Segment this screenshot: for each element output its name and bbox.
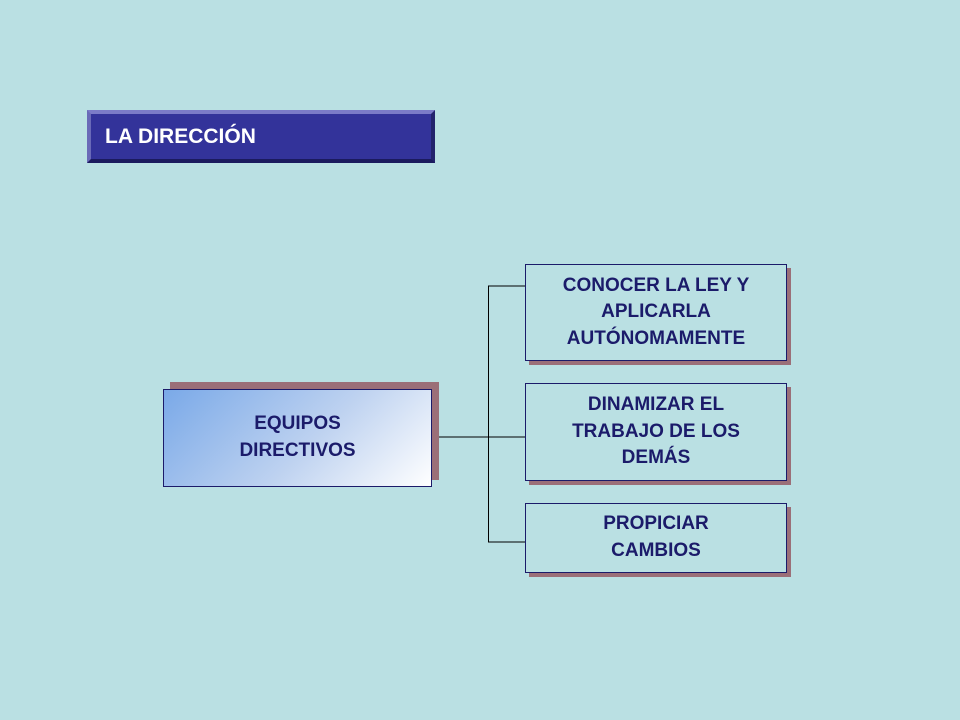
child-node-3: PROPICIAR CAMBIOS: [525, 503, 787, 573]
child-node-2: DINAMIZAR EL TRABAJO DE LOS DEMÁS: [525, 383, 787, 481]
child-node-1: CONOCER LA LEY Y APLICARLA AUTÓNOMAMENTE: [525, 264, 787, 361]
child-node-1-label: CONOCER LA LEY Y APLICARLA AUTÓNOMAMENTE: [562, 274, 750, 349]
root-node-label: EQUIPOS DIRECTIVOS: [239, 413, 356, 461]
title-banner: LA DIRECCIÓN: [87, 110, 435, 163]
child-node-3-label: PROPICIAR CAMBIOS: [603, 513, 709, 561]
child-node-2-label: DINAMIZAR EL TRABAJO DE LOS DEMÁS: [572, 394, 740, 469]
root-node: EQUIPOS DIRECTIVOS: [163, 389, 432, 487]
page-title: LA DIRECCIÓN: [105, 124, 256, 148]
